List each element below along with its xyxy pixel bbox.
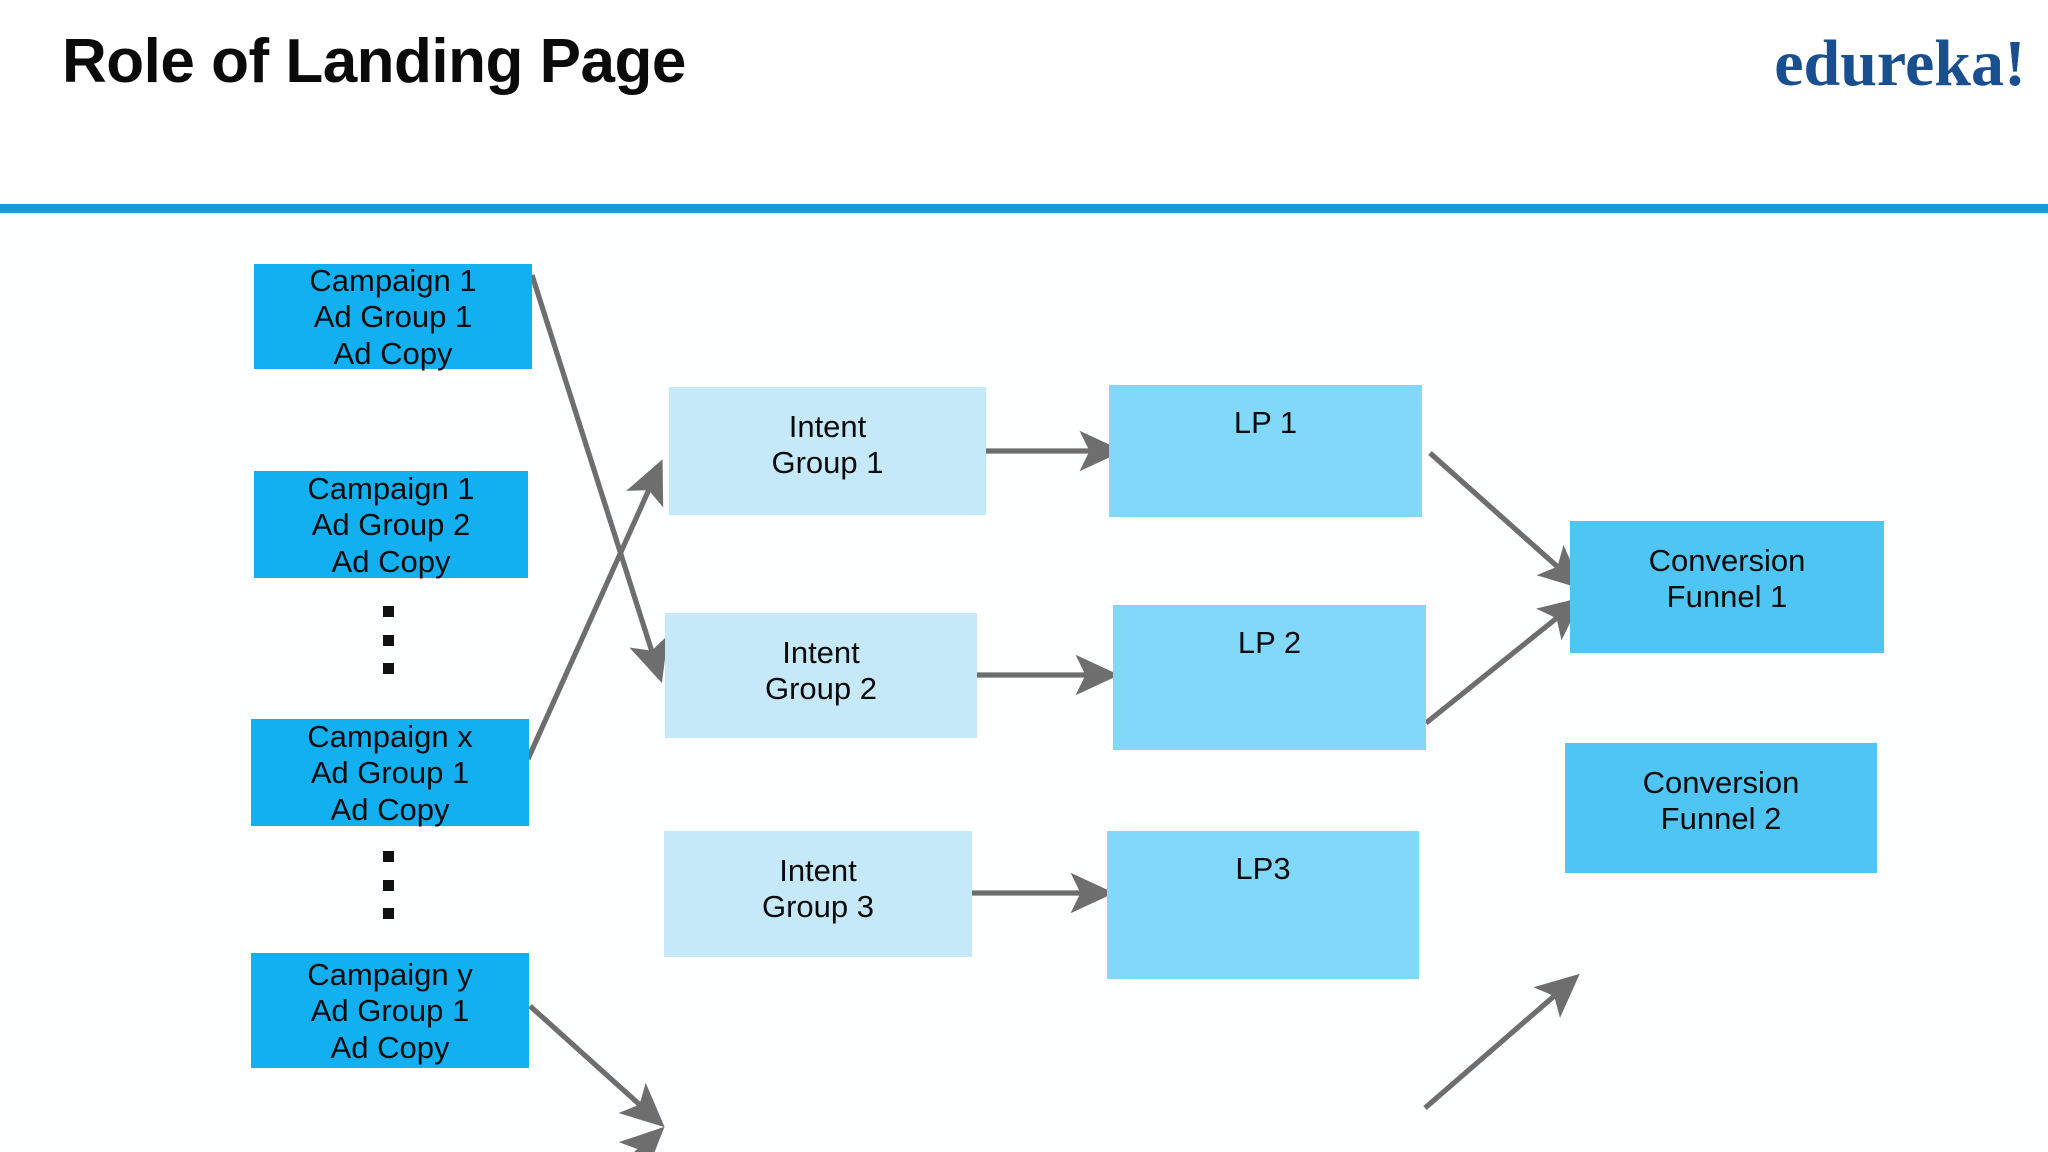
node-line: Conversion bbox=[1642, 765, 1800, 800]
node-line: Campaign y bbox=[307, 957, 473, 993]
node-campaign-y-adgroup-1[interactable]: Campaign y Ad Group 1 Ad Copy bbox=[251, 953, 529, 1068]
edge-lp3-to-cf2 bbox=[1423, 973, 1580, 1110]
node-line: Ad Group 1 bbox=[310, 755, 470, 791]
node-landing-page-3[interactable]: LP3 bbox=[1107, 831, 1419, 979]
edge-cxag1-to-ig3 bbox=[528, 1004, 665, 1128]
node-line: Ad Copy bbox=[331, 543, 451, 579]
ellipsis-dot bbox=[382, 634, 394, 646]
edge-cyag1-to-ig3 bbox=[618, 1126, 665, 1152]
node-landing-page-1[interactable]: LP 1 bbox=[1109, 385, 1422, 517]
node-intent-group-1[interactable]: Intent Group 1 bbox=[669, 387, 986, 515]
node-line: LP 2 bbox=[1237, 625, 1302, 660]
edge-lp1-to-cf1 bbox=[1428, 451, 1583, 590]
node-line: Group 2 bbox=[764, 671, 877, 707]
ellipsis-dot bbox=[382, 851, 394, 862]
page-title: Role of Landing Page bbox=[62, 27, 686, 96]
node-line: Ad Group 2 bbox=[311, 507, 471, 543]
node-line: Campaign x bbox=[307, 719, 473, 755]
node-line: Group 3 bbox=[761, 889, 874, 925]
node-campaign-1-adgroup-1[interactable]: Campaign 1 Ad Group 1 Ad Copy bbox=[254, 263, 532, 371]
node-line: LP 1 bbox=[1233, 405, 1298, 440]
node-line: Funnel 1 bbox=[1666, 579, 1788, 615]
ellipsis-dot bbox=[382, 606, 394, 617]
diagram-canvas: Campaign 1 Ad Group 1 Ad Copy Campaign 1… bbox=[0, 213, 2048, 1152]
slide-header: Role of Landing Page edureka! bbox=[0, 0, 2048, 204]
ellipsis-dot bbox=[382, 663, 394, 674]
node-intent-group-3[interactable]: Intent Group 3 bbox=[664, 831, 972, 957]
node-line: Ad Group 1 bbox=[310, 993, 470, 1029]
node-intent-group-2[interactable]: Intent Group 2 bbox=[665, 613, 977, 738]
node-line: Funnel 2 bbox=[1660, 801, 1782, 837]
edureka-logo: edureka! bbox=[1774, 27, 2026, 100]
node-line: Ad Copy bbox=[330, 791, 450, 827]
node-campaign-x-adgroup-1[interactable]: Campaign x Ad Group 1 Ad Copy bbox=[251, 719, 529, 827]
node-line: Ad Copy bbox=[330, 1029, 450, 1065]
node-line: Group 1 bbox=[771, 445, 884, 481]
node-conversion-funnel-1[interactable]: Conversion Funnel 1 bbox=[1570, 521, 1884, 653]
node-line: Ad Group 1 bbox=[313, 299, 473, 335]
edge-lp2-to-cf1 bbox=[1424, 597, 1583, 726]
node-landing-page-2[interactable]: LP 2 bbox=[1113, 605, 1426, 750]
ellipsis-dot bbox=[382, 908, 394, 919]
node-conversion-funnel-2[interactable]: Conversion Funnel 2 bbox=[1565, 743, 1877, 873]
node-line: Conversion bbox=[1648, 543, 1806, 578]
node-line: Intent bbox=[782, 635, 860, 670]
node-line: Campaign 1 bbox=[309, 263, 477, 299]
node-line: Intent bbox=[788, 409, 867, 444]
node-campaign-1-adgroup-2[interactable]: Campaign 1 Ad Group 2 Ad Copy bbox=[254, 471, 528, 579]
node-line: Campaign 1 bbox=[307, 471, 475, 507]
ellipsis-dot bbox=[382, 879, 394, 891]
edge-c1ag2-to-ig1 bbox=[525, 459, 664, 761]
node-line: LP3 bbox=[1235, 851, 1291, 886]
header-divider bbox=[0, 204, 2048, 213]
edge-c1ag1-to-ig2 bbox=[529, 274, 668, 683]
ellipsis-campaigns-1 bbox=[378, 606, 398, 674]
node-line: Intent bbox=[779, 853, 857, 888]
node-line: Ad Copy bbox=[333, 335, 453, 371]
ellipsis-campaigns-2 bbox=[378, 851, 398, 919]
